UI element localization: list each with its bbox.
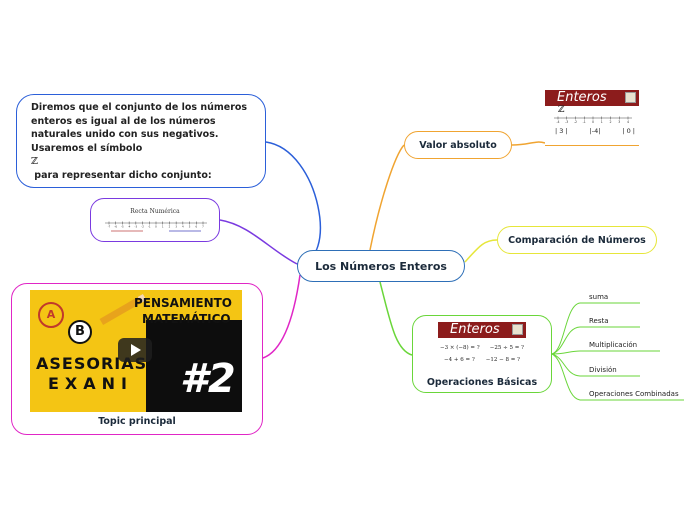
description-line: enteros es igual al de los números — [31, 115, 216, 127]
valor-absoluto-node[interactable]: Valor absoluto — [404, 131, 512, 159]
link-operaciones — [379, 281, 413, 356]
tick-label: 7 — [202, 225, 204, 229]
tick-label: 4 — [182, 225, 184, 229]
link-op-suma — [551, 302, 640, 355]
operaciones-basicas-node[interactable]: Enteros −3 × (−8) = ? −25 ÷ 5 = ? −4 + 6… — [412, 315, 552, 393]
tick-label: 1 — [601, 120, 603, 124]
thumb-heading-2: MATEMÁTICO — [142, 312, 231, 326]
link-recta — [219, 219, 298, 265]
recta-title: Recta Numérica — [130, 208, 180, 215]
play-button[interactable] — [118, 338, 152, 362]
valor-example: | 3 | — [555, 127, 568, 135]
subtopic-operaciones-combinadas[interactable]: Operaciones Combinadas — [589, 390, 679, 398]
description-line: naturales unido con sus negativos. — [31, 129, 219, 140]
video-thumbnail[interactable]: A B PENSAMIENTO MATEMÁTICO ASESORIAS EXA… — [30, 290, 242, 412]
tick-label: 1 — [162, 225, 164, 229]
brand-badge: B — [68, 320, 92, 344]
ops-example: −25 ÷ 5 = ? — [489, 345, 524, 351]
tick-label: 4 — [627, 120, 629, 124]
ops-row: −4 + 6 = ? −12 − 8 = ? — [438, 357, 526, 363]
math-brain-panel — [146, 320, 242, 412]
ops-example: −4 + 6 = ? — [444, 357, 475, 363]
comparacion-node[interactable]: Comparación de Números — [497, 226, 657, 254]
grade-badge: A — [38, 302, 64, 328]
valor-card-scale: -4 -3 -2 -1 0 1 2 3 4 — [554, 116, 632, 124]
tick-label: 3 — [175, 225, 177, 229]
tick-label: -2 — [141, 225, 144, 229]
link-valor-card — [511, 141, 546, 146]
card-corner-icon — [625, 92, 636, 103]
description-line: Usaremos el símbolo — [31, 142, 143, 154]
central-topic-label: Los Números Enteros — [315, 259, 447, 273]
valor-card-title: Enteros — [545, 90, 639, 106]
operaciones-label: Operaciones Básicas — [426, 377, 538, 388]
tick-label: -6 — [114, 225, 117, 229]
comparacion-label: Comparación de Números — [508, 234, 646, 246]
subtopic-resta[interactable]: Resta — [589, 317, 609, 325]
tick-label: 3 — [618, 120, 620, 124]
valor-example: |-4| — [589, 127, 601, 135]
valor-card-title-text: Enteros — [557, 90, 607, 105]
link-op-div — [551, 353, 640, 377]
card-corner-icon — [512, 324, 523, 335]
tick-label: -2 — [574, 120, 577, 124]
link-valor — [369, 144, 405, 251]
topic-principal-node[interactable]: A B PENSAMIENTO MATEMÁTICO ASESORIAS EXA… — [11, 283, 263, 435]
play-icon — [131, 344, 141, 356]
tick-label: -4 — [128, 225, 131, 229]
ops-example: −12 − 8 = ? — [485, 357, 520, 363]
tick-label: -5 — [121, 225, 124, 229]
topic-label: Topic principal — [98, 416, 176, 427]
tick-label: -7 — [108, 225, 111, 229]
tick-label: -4 — [556, 120, 559, 124]
operaciones-card: Enteros −3 × (−8) = ? −25 ÷ 5 = ? −4 + 6… — [438, 322, 526, 374]
link-op-comb — [551, 353, 684, 401]
link-topic — [262, 274, 301, 359]
tick-label: 2 — [609, 120, 611, 124]
thumb-number: #2 — [180, 356, 236, 402]
tick-label: -1 — [148, 225, 151, 229]
valor-example: | 0 | — [622, 127, 635, 135]
description-last-line: para representar dicho conjunto: — [31, 169, 212, 181]
valor-absoluto-label: Valor absoluto — [419, 139, 497, 151]
ops-row: −3 × (−8) = ? −25 ÷ 5 = ? — [438, 345, 526, 351]
description-line: Diremos que el conjunto de los números — [31, 102, 248, 113]
tick-label: -1 — [583, 120, 586, 124]
valor-absoluto-card[interactable]: Enteros ℤ -4 -3 -2 -1 0 1 2 3 4 | 3 | |-4| | 0 | — [545, 90, 639, 146]
ops-example: −3 × (−8) = ? — [440, 345, 480, 351]
tick-label: 0 — [592, 120, 594, 124]
valor-card-symbol: ℤ — [558, 105, 565, 115]
subtopic-multiplicacion[interactable]: Multiplicación — [589, 341, 638, 349]
central-topic[interactable]: Los Números Enteros — [297, 250, 465, 282]
tick-label: -3 — [135, 225, 138, 229]
link-op-mult — [551, 350, 660, 355]
link-op-resta — [551, 326, 640, 355]
tick-label: -3 — [565, 120, 568, 124]
operaciones-card-title: Enteros — [438, 322, 526, 338]
subtopic-division[interactable]: División — [589, 366, 617, 374]
tick-label: 6 — [195, 225, 197, 229]
thumb-brand-bottom: EXANI — [48, 374, 133, 393]
tick-label: 5 — [189, 225, 191, 229]
valor-card-examples: | 3 | |-4| | 0 | — [555, 127, 635, 135]
description-node[interactable]: Diremos que el conjunto de los números e… — [16, 94, 266, 188]
subtopic-suma[interactable]: suma — [589, 293, 609, 301]
thumb-heading-1: PENSAMIENTO — [134, 296, 232, 310]
operaciones-card-title-text: Enteros — [450, 322, 500, 337]
link-comparacion — [464, 239, 498, 263]
tick-label: 0 — [155, 225, 157, 229]
tick-label: 2 — [169, 225, 171, 229]
integer-symbol: ℤ — [31, 156, 38, 167]
link-description — [265, 141, 321, 265]
